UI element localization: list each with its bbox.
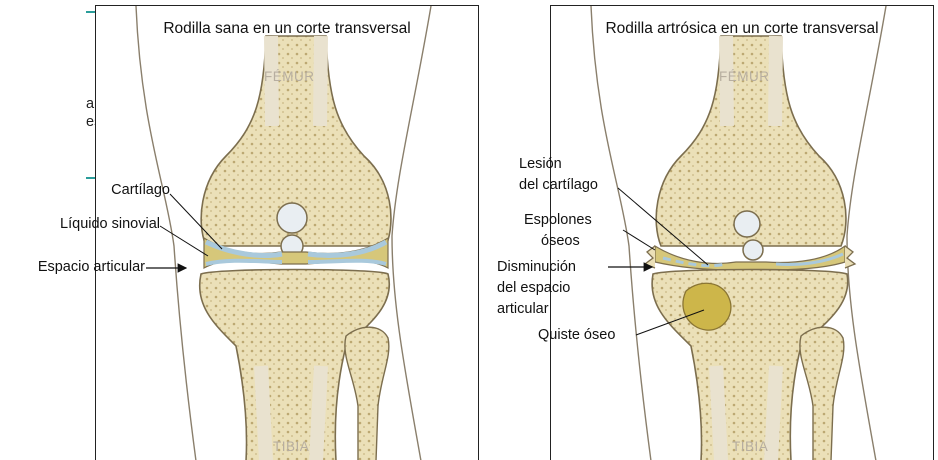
- callout-joint-narrowing-line-3: articular: [497, 299, 576, 320]
- patella: [734, 211, 760, 237]
- callout-synovial-fluid: Líquido sinovial: [16, 214, 160, 235]
- callout-cartilage: Cartílago: [82, 180, 170, 201]
- patella: [277, 203, 307, 233]
- bone-cyst: [683, 283, 731, 330]
- callout-cartilage-lesion-line-2: del cartílago: [519, 175, 598, 196]
- bone-spur-right: [845, 246, 855, 268]
- callout-joint-space: Espacio articular: [0, 257, 145, 278]
- fibula-bone: [800, 327, 844, 460]
- callout-joint-narrowing-line-1: Disminución: [497, 257, 576, 278]
- femur-label: FÉMUR: [719, 69, 770, 84]
- femur-label: FÉMUR: [264, 69, 315, 84]
- callout-joint-narrowing: Disminución del espacio articular: [497, 257, 576, 320]
- fibula-bone: [345, 327, 389, 460]
- tibia-label: TIBIA: [732, 439, 768, 454]
- callout-bone-spurs-line-2: óseos: [524, 231, 592, 252]
- callout-bone-cyst: Quiste óseo: [538, 325, 615, 346]
- callout-bone-spurs: Espolones óseos: [524, 210, 592, 252]
- arthritic-knee-panel: Rodilla artrósica en un corte transversa…: [550, 5, 934, 460]
- healthy-knee-title: Rodilla sana en un corte transversal: [96, 20, 478, 38]
- callout-cartilage-lesion-line-1: Lesión: [519, 154, 598, 175]
- callout-joint-narrowing-line-2: del espacio: [497, 278, 576, 299]
- tibia-label: TIBIA: [273, 439, 309, 454]
- teal-divider-top: [86, 11, 95, 13]
- teal-divider-bottom: [86, 177, 95, 179]
- arthritic-knee-title: Rodilla artrósica en un corte transversa…: [551, 20, 933, 38]
- bone-spur-left: [645, 246, 655, 268]
- callout-bone-spurs-line-1: Espolones: [524, 210, 592, 231]
- callout-cartilage-lesion: Lesión del cartílago: [519, 154, 598, 196]
